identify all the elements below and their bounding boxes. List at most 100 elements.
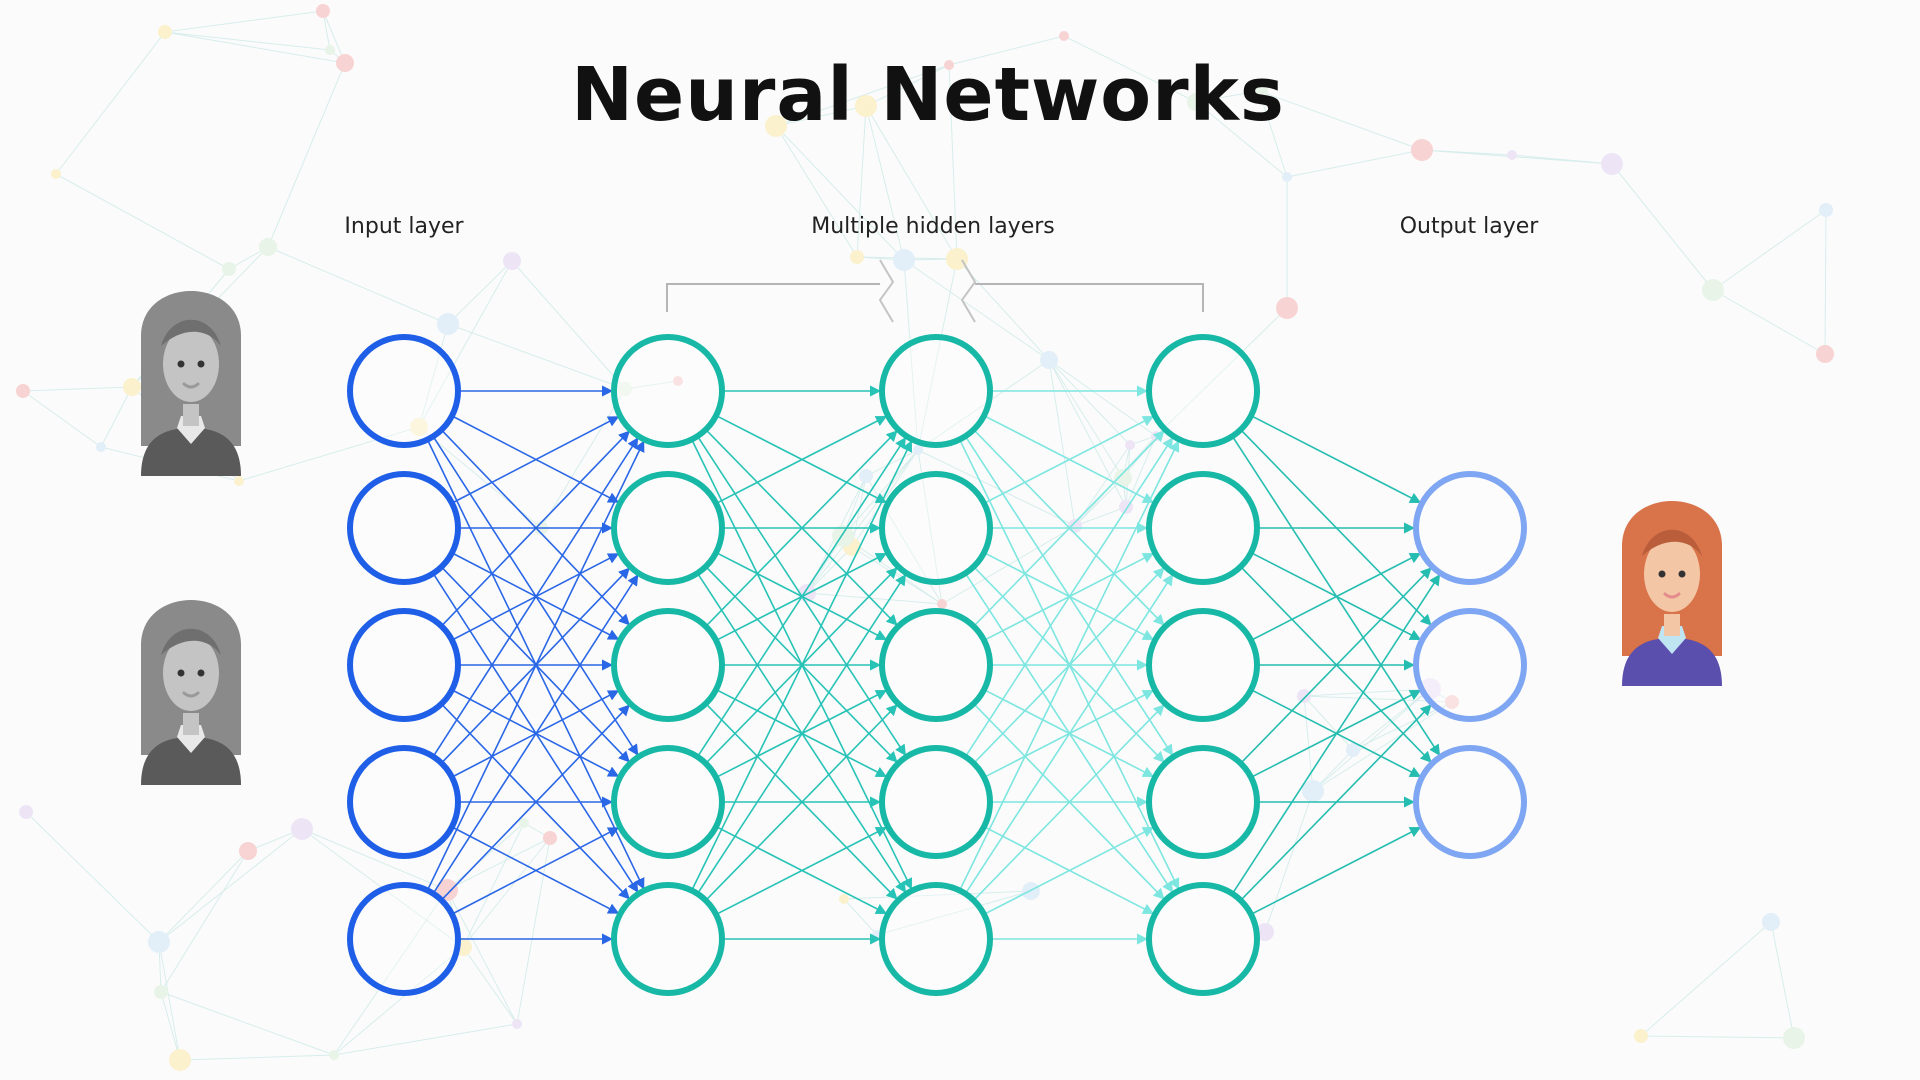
avatar-eye [1678, 570, 1686, 578]
background-link [1125, 435, 1157, 508]
background-dot [1276, 297, 1298, 319]
background-link [1155, 307, 1288, 437]
background-dot [51, 169, 61, 179]
hidden-node [879, 334, 993, 448]
background-link [418, 323, 449, 428]
connection-arrow [1240, 567, 1432, 764]
background-link [806, 592, 943, 605]
avatar-eye [1658, 570, 1666, 578]
input-node [347, 745, 461, 859]
background-dot [1125, 440, 1135, 450]
background-link [462, 822, 525, 948]
background-dot [123, 378, 141, 396]
background-link [1421, 149, 1513, 156]
avatar-eye [197, 360, 205, 368]
connection-arrow [983, 826, 1155, 916]
background-dot [96, 442, 106, 452]
background-link [775, 125, 858, 258]
avatar-eye [197, 669, 205, 677]
background-link [948, 64, 958, 260]
background-dot [436, 879, 458, 901]
avatar-face [1644, 536, 1700, 612]
background-link [1312, 688, 1431, 792]
avatar-fringe [161, 319, 221, 346]
background-dot [1302, 780, 1324, 802]
background-dot [1507, 150, 1517, 160]
background-dot [673, 376, 683, 386]
connection-arrow [696, 573, 907, 895]
avatar-mouth [182, 382, 200, 389]
background-dot [1040, 351, 1058, 369]
connection-arrow [451, 416, 620, 504]
input-person-avatar-2 [141, 600, 241, 785]
avatar-mouth [182, 691, 200, 698]
background-dot [1819, 203, 1833, 217]
background-link [806, 449, 919, 594]
connection-arrow [705, 704, 898, 901]
background-link [333, 889, 448, 1056]
background-dot [316, 4, 330, 18]
connection-arrows [426, 385, 1441, 945]
connection-arrow [451, 552, 620, 640]
connection-arrow [1250, 551, 1422, 641]
avatar-neck [183, 713, 199, 735]
hidden-node [1146, 608, 1260, 722]
connection-arrow [715, 551, 888, 641]
background-dot [1346, 743, 1360, 757]
background-dot [765, 115, 787, 137]
background-link [447, 323, 626, 390]
connection-arrow [983, 414, 1155, 504]
background-dot [512, 1019, 522, 1029]
page-title: Neural Networks [571, 52, 1285, 138]
background-dot [543, 831, 557, 845]
background-link [22, 386, 133, 392]
background-dot [1250, 82, 1268, 100]
background-link [1063, 35, 1197, 103]
background-link [55, 31, 166, 175]
connection-arrow [440, 430, 630, 627]
background-link [851, 475, 867, 548]
background-link [1048, 359, 1124, 479]
background-dot [148, 931, 170, 953]
background-dot [437, 313, 459, 335]
background-link [903, 259, 919, 451]
avatar-face [163, 326, 219, 402]
background-link [158, 941, 181, 1061]
background-dot [158, 25, 172, 39]
background-link [447, 260, 513, 325]
background-link [516, 837, 551, 1025]
connection-arrow [1250, 826, 1422, 916]
background-link [55, 173, 230, 270]
background-dot [519, 818, 529, 828]
connection-arrow [451, 689, 620, 777]
hidden-node [1146, 334, 1260, 448]
connection-arrow [983, 415, 1155, 505]
background-link [1611, 163, 1714, 291]
hidden-node [611, 745, 725, 859]
background-link [25, 811, 160, 943]
connection-arrow [973, 430, 1165, 627]
background-link [446, 837, 551, 891]
hidden-node [1146, 471, 1260, 585]
background-dot [850, 250, 864, 264]
background-link [1303, 695, 1354, 751]
background-link [917, 258, 958, 451]
background-link [1303, 695, 1314, 792]
background-link [843, 898, 878, 936]
avatar-shirt [141, 428, 241, 476]
background-link [1640, 921, 1772, 1037]
connection-arrow [715, 414, 888, 504]
background-link [775, 105, 867, 127]
background-dot [329, 1050, 339, 1060]
background-dot [1702, 279, 1724, 301]
background-dot [1783, 1027, 1805, 1049]
hidden-node [1146, 882, 1260, 996]
connection-arrow [705, 430, 898, 627]
background-dot [855, 95, 877, 117]
background-dot [893, 249, 915, 271]
hidden-node [879, 882, 993, 996]
background-link [160, 991, 335, 1056]
background-link [1195, 90, 1260, 103]
background-dot [1068, 519, 1082, 533]
connection-arrow [983, 825, 1155, 915]
